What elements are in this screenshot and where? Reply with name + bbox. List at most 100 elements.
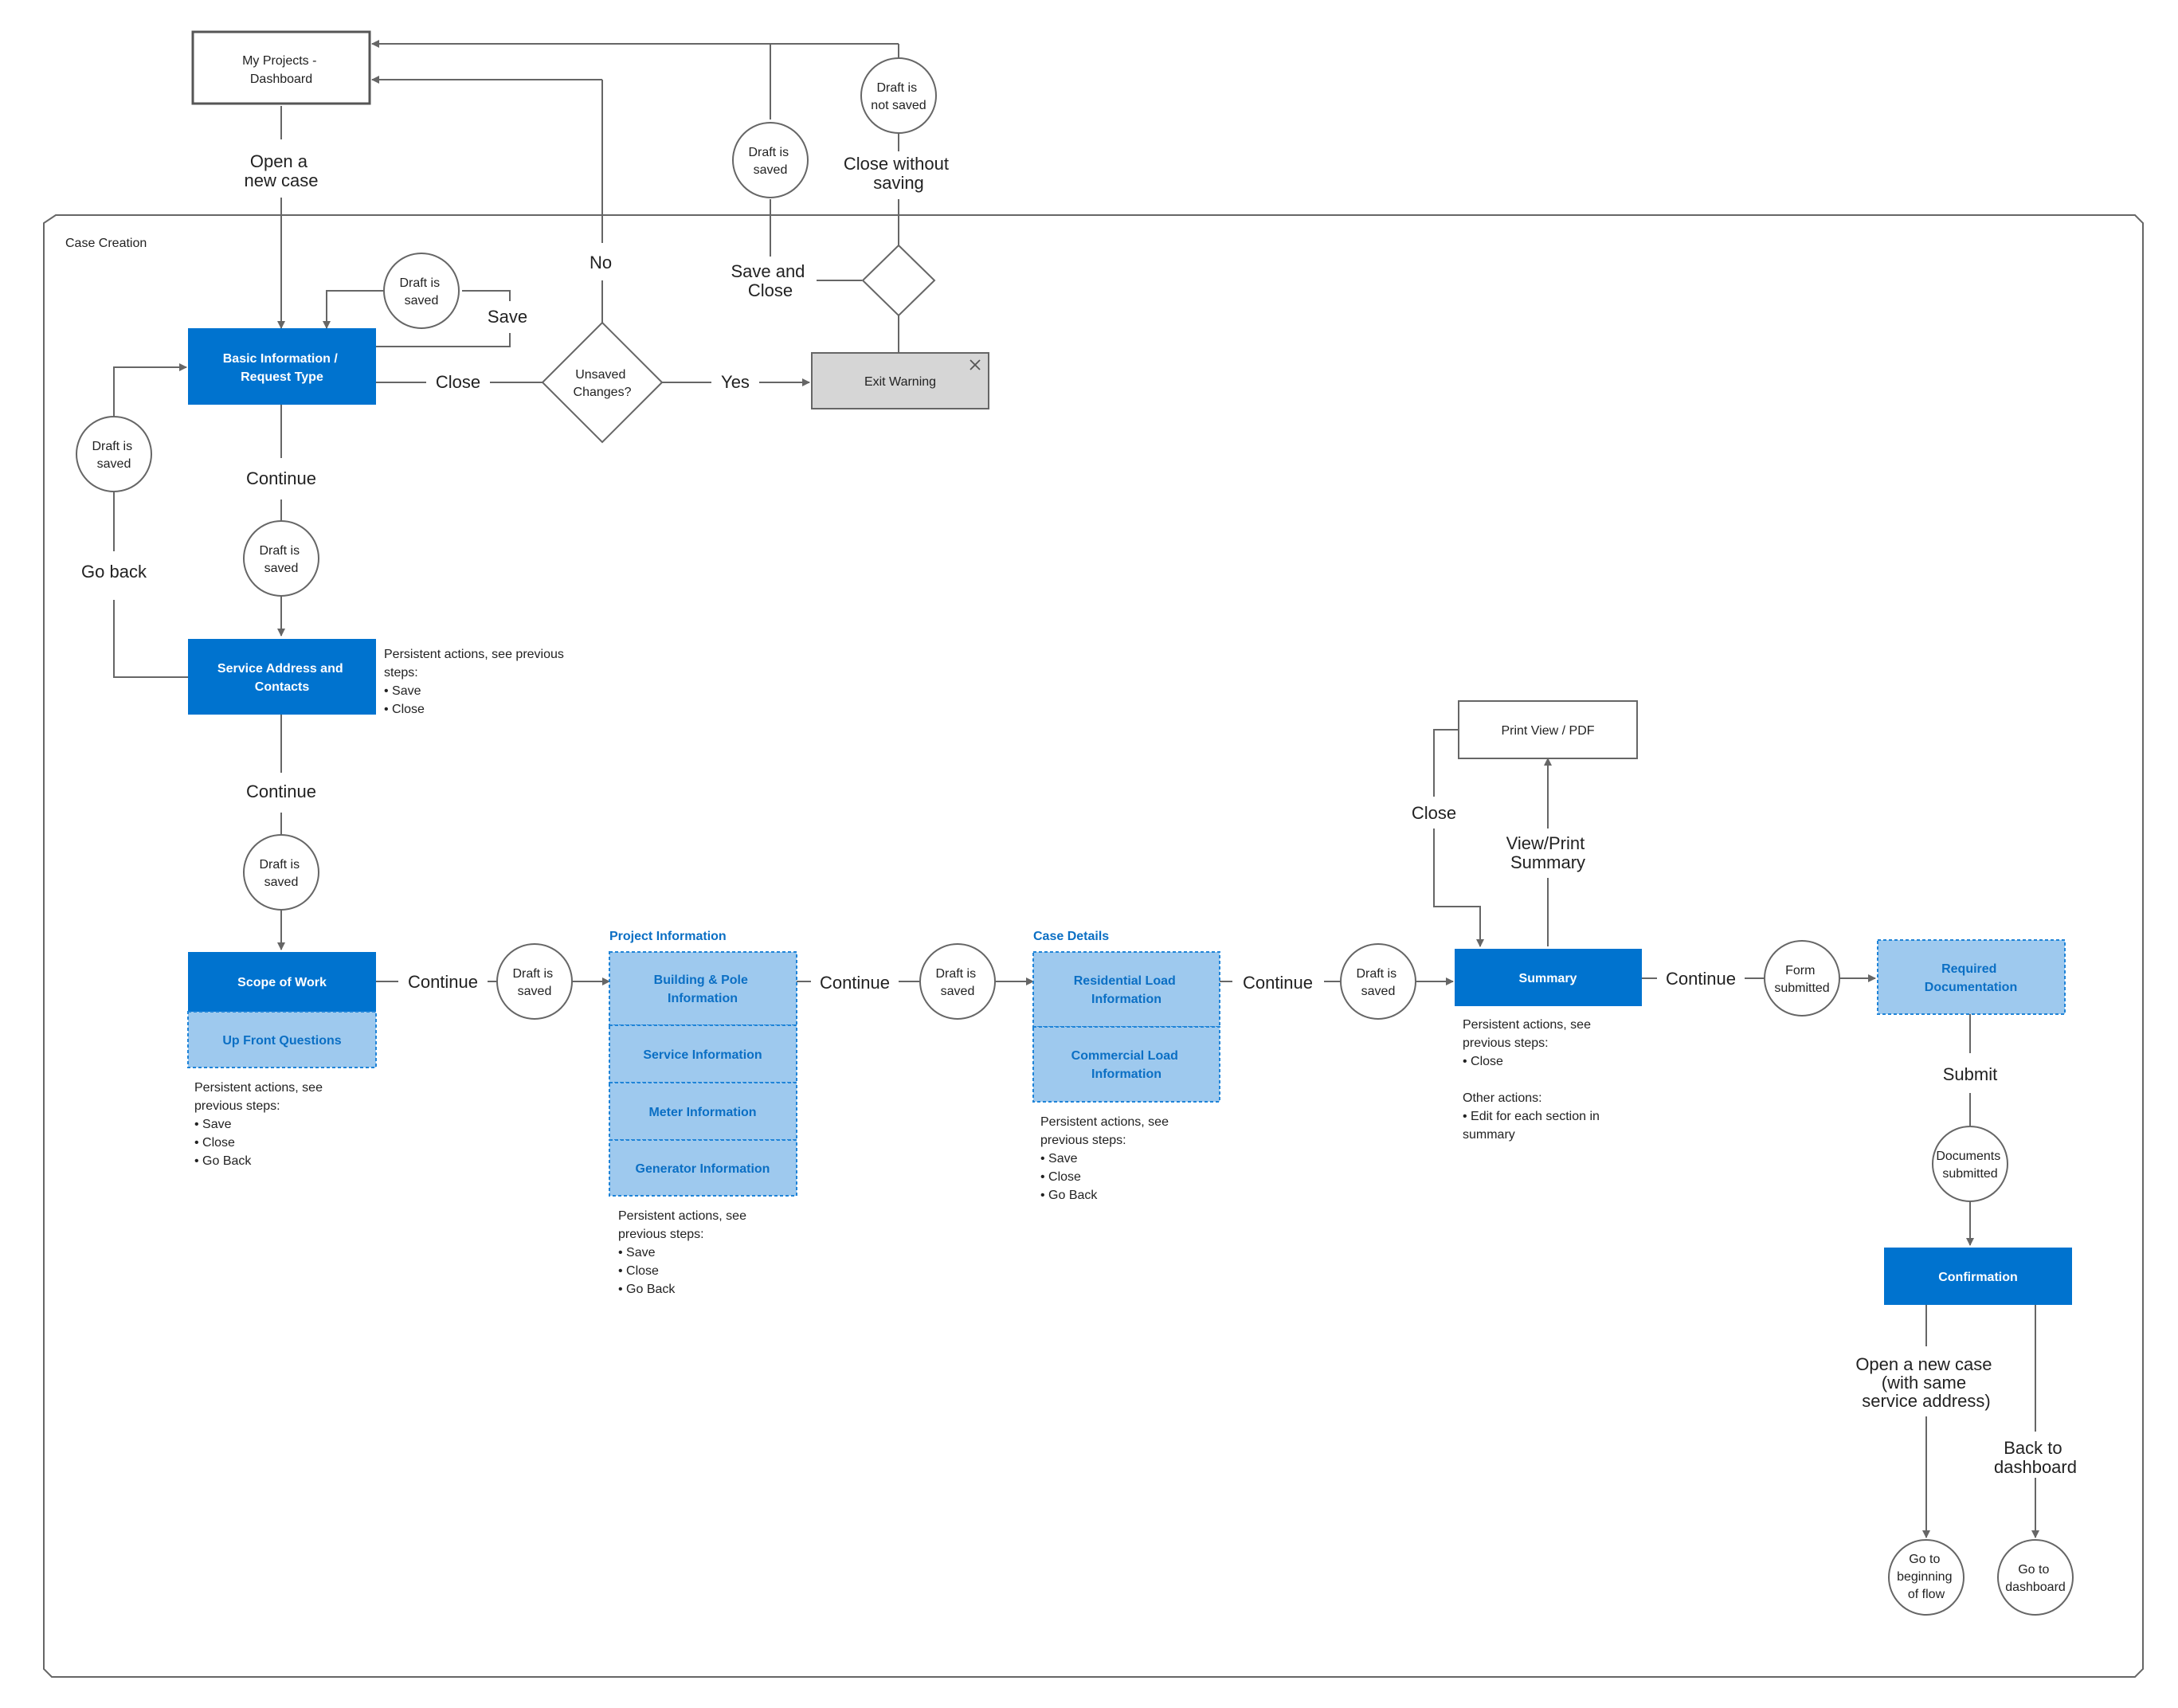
draft-saved-1-l1: Draft is xyxy=(259,544,300,558)
draft-saved-top-circle xyxy=(732,122,809,198)
label-continue-1: Continue xyxy=(246,468,316,488)
go-dashboard-l2: dashboard xyxy=(2005,1581,2066,1594)
note-case-details: Persistent actions, see previous steps: … xyxy=(1040,1115,1172,1202)
go-dashboard-circle xyxy=(1997,1539,2074,1616)
draft-saved-3-l1: Draft is xyxy=(512,967,553,981)
draft-saved-save-l1: Draft is xyxy=(399,276,440,290)
documents-submitted-l2: submitted xyxy=(1942,1167,1997,1181)
draft-saved-3-l2: saved xyxy=(518,985,552,998)
go-dashboard-label: Go to dashboard xyxy=(2005,1563,2066,1594)
meter-info-label: Meter Information xyxy=(648,1106,756,1119)
draft-saved-1-label: Draft is saved xyxy=(259,544,303,575)
edge-close-summary-2 xyxy=(1433,829,1484,947)
draft-saved-goback-l1: Draft is xyxy=(92,440,132,453)
draft-saved-5-circle xyxy=(1340,943,1416,1020)
label-cws-l2: saving xyxy=(873,173,924,193)
edge-close-summary-1 xyxy=(1433,729,1459,797)
edge-save-loop-3 xyxy=(323,290,384,329)
note-project-l5: • Go Back xyxy=(618,1283,676,1296)
draft-not-saved-circle xyxy=(860,57,937,134)
draft-saved-5-l1: Draft is xyxy=(1356,967,1397,981)
label-open-new-case: Open a new case xyxy=(245,151,319,190)
building-pole-box xyxy=(609,951,797,1026)
frame-title: Case Creation xyxy=(65,237,147,250)
note-cd-l2: previous steps: xyxy=(1040,1134,1126,1147)
building-pole-line-2: Information xyxy=(668,992,738,1005)
note-scope-l3: • Save xyxy=(194,1118,232,1131)
draft-saved-5-label: Draft is saved xyxy=(1356,967,1400,998)
draft-saved-2-circle xyxy=(243,834,319,911)
confirmation-box xyxy=(1884,1248,2072,1305)
label-open-same-address: Open a new case (with same service addre… xyxy=(1855,1354,1996,1411)
note-project-l3: • Save xyxy=(618,1246,656,1259)
basic-info-line-2: Request Type xyxy=(241,370,323,384)
note-service-address: Persistent actions, see previous steps: … xyxy=(384,648,567,716)
note-sa-l4: • Close xyxy=(384,703,425,716)
label-save-and-close: Save and Close xyxy=(731,261,809,300)
dashboard-line-2: Dashboard xyxy=(250,72,312,86)
label-continue-4: Continue xyxy=(820,973,890,993)
building-pole-line-1: Building & Pole xyxy=(654,973,748,987)
case-details-title: Case Details xyxy=(1033,930,1109,943)
draft-saved-4-circle xyxy=(919,943,996,1020)
note-project: Persistent actions, see previous steps: … xyxy=(618,1209,750,1296)
unsaved-line-1: Unsaved xyxy=(575,368,625,382)
draft-saved-top-l2: saved xyxy=(754,163,788,177)
draft-not-saved-l1: Draft is xyxy=(876,81,917,95)
unsaved-changes-diamond xyxy=(541,321,664,444)
label-close-basic: Close xyxy=(436,372,480,392)
case-creation-frame xyxy=(43,214,2144,1678)
label-no: No xyxy=(590,253,612,272)
residential-load-line-2: Information xyxy=(1091,993,1161,1006)
confirmation-label: Confirmation xyxy=(1938,1271,2018,1284)
edge-labels: Open a new case Close without saving Sav… xyxy=(81,151,2077,1477)
label-sac-l1: Save and xyxy=(731,261,805,281)
label-continue-2: Continue xyxy=(246,782,316,801)
note-cd-l5: • Go Back xyxy=(1040,1189,1098,1202)
note-sum-l5: Other actions: xyxy=(1463,1091,1542,1105)
connectors xyxy=(113,40,2039,1538)
draft-saved-save-l2: saved xyxy=(405,294,439,308)
draft-saved-save-label: Draft is saved xyxy=(399,276,443,308)
required-docs-line-1: Required xyxy=(1941,962,1996,976)
commercial-load-line-2: Information xyxy=(1091,1068,1161,1081)
close-choice-diamond xyxy=(861,244,936,317)
project-info-title: Project Information xyxy=(609,930,727,943)
note-cd-l3: • Save xyxy=(1040,1152,1078,1165)
note-scope-l5: • Go Back xyxy=(194,1154,252,1168)
note-project-l2: previous steps: xyxy=(618,1228,704,1241)
notes: Persistent actions, see previous steps: … xyxy=(194,648,1600,1296)
label-view-print-l2: Summary xyxy=(1510,852,1585,872)
unsaved-changes-label: Unsaved Changes? xyxy=(574,368,632,399)
service-address-line-2: Contacts xyxy=(255,680,310,694)
label-bd-l2: dashboard xyxy=(1994,1457,2077,1477)
required-docs-box xyxy=(1877,939,2066,1015)
form-submitted-l1: Form xyxy=(1785,964,1815,977)
label-sac-l2: Close xyxy=(748,280,793,300)
label-save: Save xyxy=(488,307,527,327)
draft-saved-top-l1: Draft is xyxy=(748,146,789,159)
note-scope-l2: previous steps: xyxy=(194,1099,280,1113)
label-continue-3: Continue xyxy=(408,972,478,992)
label-open-new-case-l2: new case xyxy=(245,170,319,190)
note-sa-l3: • Save xyxy=(384,684,421,698)
label-osa-l1: Open a new case xyxy=(1855,1354,1992,1374)
exit-warning-label: Exit Warning xyxy=(864,375,936,389)
close-icon xyxy=(970,359,981,370)
draft-not-saved-label: Draft is not saved xyxy=(871,81,926,112)
label-yes: Yes xyxy=(721,372,750,392)
up-front-label: Up Front Questions xyxy=(222,1034,341,1048)
note-sa-l1: Persistent actions, see previous xyxy=(384,648,564,661)
edge-save-loop-2 xyxy=(462,290,511,301)
go-beginning-circle xyxy=(1888,1539,1965,1616)
scope-box xyxy=(188,952,376,1012)
residential-load-line-1: Residential Load xyxy=(1074,974,1176,988)
summary-label: Summary xyxy=(1519,972,1577,985)
note-scope: Persistent actions, see previous steps: … xyxy=(194,1081,326,1168)
service-info-label: Service Information xyxy=(643,1048,762,1062)
draft-not-saved-l2: not saved xyxy=(871,99,926,112)
dashboard-box-label: My Projects - Dashboard xyxy=(242,54,320,86)
generator-info-box xyxy=(609,1139,797,1197)
exit-warning-box xyxy=(811,352,989,409)
